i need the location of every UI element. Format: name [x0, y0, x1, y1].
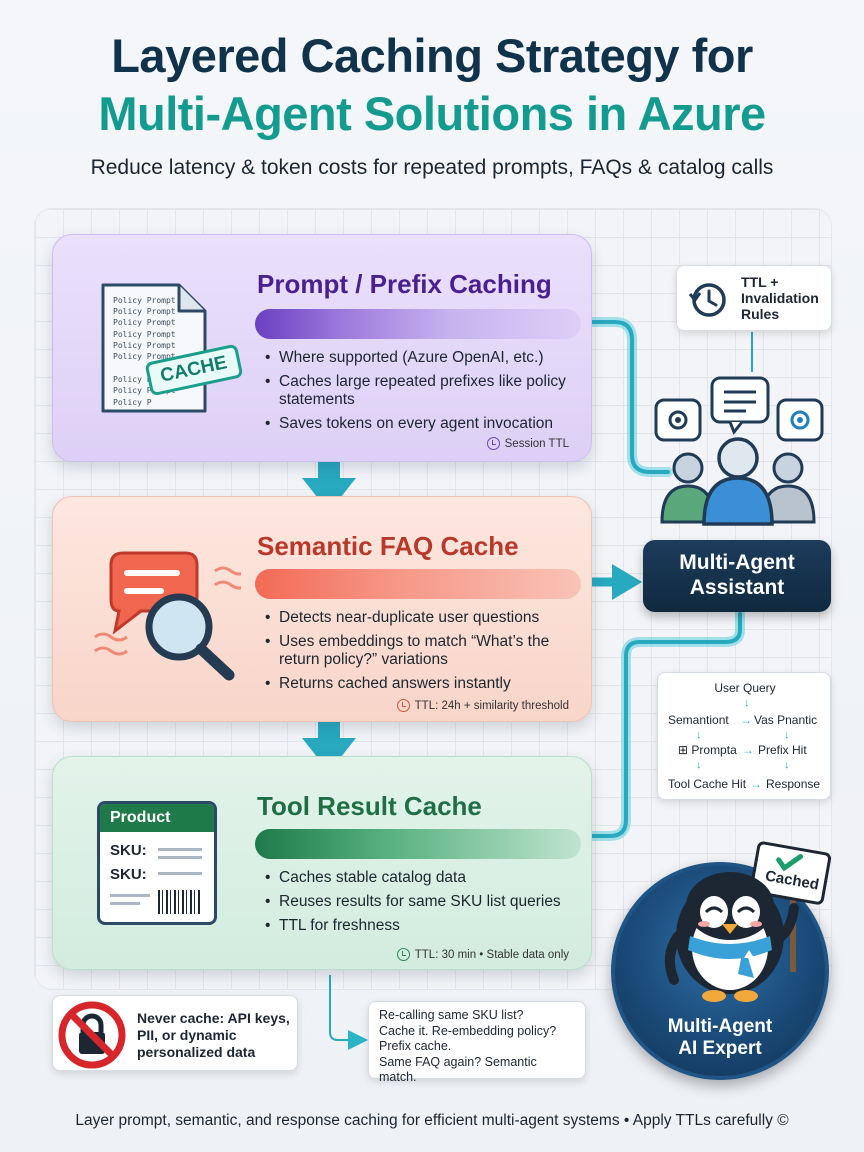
sku-label: SKU:	[110, 866, 147, 883]
tips-box: Re-calling same SKU list? Cache it. Re-e…	[368, 1001, 586, 1084]
ttl-box-line: TTL +	[741, 274, 779, 290]
right-arrow-icon: →	[742, 743, 754, 757]
page-title-highlight: Multi-Agent Solutions in Azure	[98, 87, 766, 140]
prompt-accent-bar	[255, 309, 581, 339]
tool-accent-bar	[255, 829, 581, 859]
tip-line: Re-calling same SKU list?	[379, 1008, 524, 1022]
semantic-ttl-label: TTL: 24h + similarity threshold	[414, 699, 569, 712]
semantic-accent-bar	[255, 569, 581, 599]
down-arrow-icon: ↓	[784, 759, 790, 771]
page-subtitle: Reduce latency & token costs for repeate…	[90, 156, 774, 179]
semantic-ttl: TTL: 24h + similarity threshold	[396, 699, 569, 712]
tool-ttl: TTL: 30 min • Stable data only	[396, 948, 569, 961]
bullet: Uses embeddings to match “What’s the ret…	[265, 633, 585, 669]
tips-connector	[329, 975, 368, 1050]
assistant-line: Multi-Agent	[679, 551, 795, 574]
bullet: Saves tokens on every agent invocation	[265, 415, 585, 433]
prompt-cache-card: Policy Prompt Policy Prompt Policy Promp…	[52, 234, 592, 462]
flow-node: Tool Cache Hit	[668, 777, 747, 791]
flow-node: ⊞ Prompta	[678, 743, 737, 757]
barcode-icon	[158, 890, 202, 914]
ttl-rules-box: TTL + Invalidation Rules	[676, 265, 832, 331]
down-arrow-icon: ↓	[696, 729, 702, 741]
down-arrow-icon: ↓	[744, 697, 750, 709]
tip-line: Prefix cache.	[379, 1039, 452, 1053]
bullet: Returns cached answers instantly	[265, 675, 585, 693]
tip-line: Same FAQ again? Semantic match.	[379, 1054, 537, 1085]
doc-line: Policy P	[113, 397, 152, 407]
flow-node: Vas Pnantic	[754, 713, 818, 727]
product-header: Product	[100, 804, 214, 832]
right-arrow-icon: →	[750, 777, 762, 791]
prompt-ttl: Session TTL	[486, 437, 569, 450]
doc-line: Policy Prompt	[113, 352, 176, 362]
prompt-ttl-label: Session TTL	[504, 437, 569, 450]
doc-line: Policy Prompt	[113, 307, 176, 317]
flow-node-label: Prompta	[691, 743, 737, 757]
flow-node: Prefix Hit	[758, 743, 807, 757]
doc-line: Policy Prompt	[113, 329, 176, 339]
semantic-arrowhead	[612, 564, 642, 600]
mascot-label: Multi-Agent AI Expert	[615, 1016, 825, 1060]
ttl-box-line: Rules	[741, 306, 780, 322]
page-title: Layered Caching Strategy for	[111, 29, 753, 82]
mascot-label-line: AI Expert	[678, 1038, 762, 1059]
sku-label: SKU:	[110, 842, 147, 859]
down-arrow-icon: ↓	[696, 759, 702, 771]
never-cache-text: Never cache: API keys, PII, or dynamic p…	[137, 1010, 290, 1060]
bullet: Where supported (Azure OpenAI, etc.)	[265, 349, 585, 367]
bullet: Reuses results for same SKU list queries	[265, 893, 585, 911]
query-flow-box: User Query ↓ Semantiont → Vas Pnantic ↓ …	[657, 672, 831, 800]
clock-icon	[396, 699, 410, 712]
tool-cache-card: Product SKU: SKU: Tool Result Cache Cach…	[52, 756, 592, 970]
multi-agent-assistant-box: Multi-Agent Assistant	[643, 540, 831, 612]
prompt-bullets: Where supported (Azure OpenAI, etc.) Cac…	[265, 349, 585, 439]
flow-title: User Query	[714, 681, 776, 695]
assistant-line: Assistant	[689, 576, 785, 599]
tool-ttl-label: TTL: 30 min • Stable data only	[414, 948, 569, 961]
tip-line: Cache it. Re-embedding policy?	[379, 1023, 557, 1038]
bullet: TTL for freshness	[265, 917, 585, 935]
bullet: Caches stable catalog data	[265, 869, 585, 887]
doc-line: Policy Prompt	[113, 386, 176, 396]
bullet: Detects near-duplicate user questions	[265, 609, 585, 627]
flow-node: Response	[766, 777, 821, 791]
semantic-card-title: Semantic FAQ Cache	[257, 531, 519, 561]
agents-group-icon	[648, 376, 828, 526]
ttl-box-line: Invalidation	[741, 290, 819, 306]
clock-icon	[486, 437, 500, 450]
never-cache-box: Never cache: API keys, PII, or dynamic p…	[52, 995, 298, 1071]
no-lock-icon	[57, 1000, 127, 1075]
flow-node: Semantiont	[668, 713, 729, 727]
down-arrow-icon: ↓	[784, 729, 790, 741]
clock-icon	[396, 948, 410, 961]
prompt-card-title: Prompt / Prefix Caching	[257, 269, 552, 299]
tool-bullets: Caches stable catalog data Reuses result…	[265, 869, 585, 941]
tool-card-title: Tool Result Cache	[257, 791, 482, 821]
penguin-mascot-icon	[664, 841, 832, 1002]
doc-line: Policy Prompt	[113, 375, 176, 385]
right-arrow-icon: →	[740, 713, 752, 727]
bullet: Caches large repeated prefixes like poli…	[265, 373, 585, 409]
chat-magnifier-icon	[91, 535, 248, 683]
doc-line: Policy Prompt	[113, 296, 176, 305]
footer-text: Layer prompt, semantic, and response cac…	[75, 1112, 789, 1129]
semantic-bullets: Detects near-duplicate user questions Us…	[265, 609, 585, 699]
semantic-cache-card: Semantic FAQ Cache Detects near-duplicat…	[52, 496, 592, 722]
mascot-label-line: Multi-Agent	[667, 1016, 773, 1037]
product-card-icon: Product SKU: SKU:	[97, 801, 217, 925]
history-clock-icon	[687, 280, 729, 325]
doc-line: Policy Prompt	[113, 340, 176, 350]
doc-line: Policy Prompt	[113, 318, 176, 328]
